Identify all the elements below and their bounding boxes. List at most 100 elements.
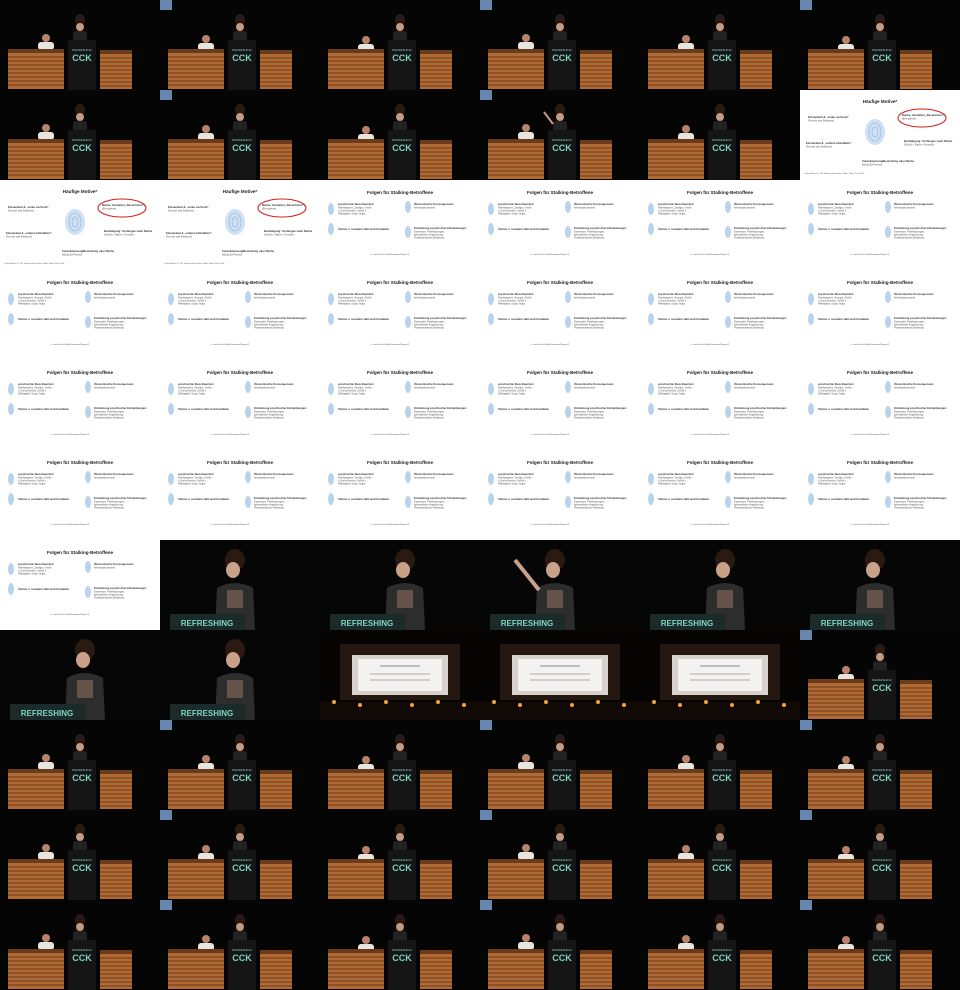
svg-text:generalisierte Angststörung,: generalisierte Angststörung,: [94, 324, 124, 327]
svg-text:d. Kontrollverlust, Gefühl v.: d. Kontrollverlust, Gefühl v.: [658, 210, 687, 213]
svg-text:Häufige Motive*: Häufige Motive*: [223, 189, 258, 194]
thumbnail-stage: REFRESHING CCK: [640, 720, 800, 810]
svg-text:d. Kontrollverlust, Gefühl v.: d. Kontrollverlust, Gefühl v.: [658, 300, 687, 303]
svg-text:REFRESHING: REFRESHING: [232, 48, 252, 52]
svg-text:REFRESHING: REFRESHING: [872, 948, 892, 952]
svg-text:REFRESHING: REFRESHING: [552, 948, 572, 952]
svg-text:Einsamkeit & „seltene Intimitä: Einsamkeit & „seltene Intimitäten“: [6, 231, 52, 235]
svg-text:Panikattacken, Zorniger, Gefüh: Panikattacken, Zorniger, Gefühl: [18, 297, 52, 300]
thumbnail-slide-folgen: Folgen für Stalking-Betroffene psychisch…: [800, 450, 960, 540]
svg-text:(... auch bei als Kind/Freunde: (... auch bei als Kind/Freunden/Fragen?): [690, 433, 730, 436]
svg-text:Hilflosigkeit, Sorge, Angst: Hilflosigkeit, Sorge, Angst: [18, 303, 45, 306]
svg-text:Arbeitsplatzwechsel: Arbeitsplatzwechsel: [574, 207, 596, 210]
person-icon: [648, 493, 654, 505]
svg-text:d. Kontrollverlust, Gefühl v.: d. Kontrollverlust, Gefühl v.: [818, 210, 847, 213]
svg-text:Verlust v. sozialem Halt und K: Verlust v. sozialem Halt und Kontakten: [178, 407, 230, 411]
svg-text:Arbeitsplatzwechsel: Arbeitsplatzwechsel: [254, 387, 276, 390]
svg-text:*Quelle: Mullen et al., 1999 „: *Quelle: Mullen et al., 1999 „Stalkers a…: [164, 262, 224, 265]
thumbnail-slide-folgen: Folgen für Stalking-Betroffene psychisch…: [800, 180, 960, 270]
person-icon: [808, 383, 814, 395]
svg-text:REFRESHING: REFRESHING: [72, 858, 92, 862]
svg-text:Posttraumatische Belastung: Posttraumatische Belastung: [574, 327, 604, 330]
person-icon: [488, 473, 494, 485]
svg-text:(... auch bei als Kind/Freunde: (... auch bei als Kind/Freunden/Fragen?): [50, 343, 90, 346]
person-icon: [488, 383, 494, 395]
fingerprint-icon: [225, 209, 245, 235]
svg-text:generalisierte Angststörung,: generalisierte Angststörung,: [734, 234, 764, 237]
person-icon: [405, 316, 411, 328]
svg-text:Panikattacken, Zorniger, Gefüh: Panikattacken, Zorniger, Gefühl: [498, 387, 532, 390]
svg-text:Ökonomische Konsequenzen:: Ökonomische Konsequenzen:: [574, 201, 614, 206]
svg-text:psychischer Beschwerden:: psychischer Beschwerden:: [498, 472, 534, 476]
svg-text:(... auch bei als Kind/Freunde: (... auch bei als Kind/Freunden/Fragen?): [850, 523, 890, 526]
svg-text:Arbeitsplatzwechsel: Arbeitsplatzwechsel: [414, 477, 436, 480]
svg-text:psychischer Beschwerden:: psychischer Beschwerden:: [178, 292, 214, 296]
svg-text:Arbeitsplatzwechsel: Arbeitsplatzwechsel: [734, 207, 756, 210]
svg-text:Depression, Panikstörungen,: Depression, Panikstörungen,: [734, 501, 765, 504]
svg-text:d. Kontrollverlust, Gefühl v.: d. Kontrollverlust, Gefühl v.: [178, 300, 207, 303]
svg-text:(... auch bei als Kind/Freunde: (... auch bei als Kind/Freunden/Fragen?): [210, 523, 250, 526]
svg-text:(... auch bei als Kind/Freunde: (... auch bei als Kind/Freunden/Fragen?): [370, 523, 410, 526]
thumbnail-slide-folgen: Folgen für Stalking-Betroffene psychisch…: [160, 450, 320, 540]
svg-text:(häufig Ex-Partner): (häufig Ex-Partner): [222, 254, 242, 257]
thumbnail-slide-folgen: Folgen für Stalking-Betroffene psychisch…: [640, 270, 800, 360]
svg-text:psychischer Beschwerden:: psychischer Beschwerden:: [18, 562, 54, 566]
person-icon: [565, 291, 571, 303]
svg-text:Bestätigung / Verlangen nach R: Bestätigung / Verlangen nach Rache: [104, 229, 153, 233]
person-icon: [808, 403, 814, 415]
svg-text:(... auch bei als Kind/Freunde: (... auch bei als Kind/Freunden/Fragen?): [850, 343, 890, 346]
thumbnail-closeup: REFRESHING: [160, 630, 320, 720]
person-icon: [648, 313, 654, 325]
svg-text:generalisierte Angststörung,: generalisierte Angststörung,: [894, 234, 924, 237]
svg-text:(... auch bei als Kind/Freunde: (... auch bei als Kind/Freunden/Fragen?): [530, 523, 570, 526]
svg-text:REFRESHING: REFRESHING: [341, 619, 393, 628]
svg-text:REFRESHING: REFRESHING: [821, 619, 873, 628]
svg-text:Hilflosigkeit, Sorge, Angst: Hilflosigkeit, Sorge, Angst: [658, 303, 685, 306]
svg-text:psychischer Beschwerden:: psychischer Beschwerden:: [658, 292, 694, 296]
svg-text:generalisierte Angststörung,: generalisierte Angststörung,: [734, 414, 764, 417]
svg-text:CCK: CCK: [392, 773, 412, 783]
person-icon: [725, 496, 731, 508]
person-icon: [85, 586, 91, 598]
svg-text:Hilflosigkeit, Sorge, Angst: Hilflosigkeit, Sorge, Angst: [658, 393, 685, 396]
thumbnail-stage: REFRESHING CCK: [480, 90, 640, 180]
svg-text:Posttraumatische Belastung: Posttraumatische Belastung: [94, 327, 124, 330]
svg-text:Ökonomische Konsequenzen:: Ökonomische Konsequenzen:: [574, 381, 614, 386]
person-icon: [565, 226, 571, 238]
thumbnail-closeup: REFRESHING: [160, 540, 320, 630]
svg-text:(... auch bei als Kind/Freunde: (... auch bei als Kind/Freunden/Fragen?): [370, 433, 410, 436]
svg-text:Verlust v. sozialem Halt und K: Verlust v. sozialem Halt und Kontakten: [178, 317, 230, 321]
seated-person: [38, 124, 54, 140]
svg-text:Ökonomische Konsequenzen:: Ökonomische Konsequenzen:: [94, 561, 134, 566]
svg-text:Folgen für Stalking-Betroffene: Folgen für Stalking-Betroffene: [527, 280, 594, 285]
person-icon: [648, 403, 654, 415]
svg-text:Ökonomische Konsequenzen:: Ökonomische Konsequenzen:: [94, 381, 134, 386]
svg-text:(... auch bei als Kind/Freunde: (... auch bei als Kind/Freunden/Fragen?): [690, 343, 730, 346]
svg-text:Posttraumatische Belastung: Posttraumatische Belastung: [94, 417, 124, 420]
thumbnail-stage: REFRESHING CCK: [320, 810, 480, 900]
svg-text:d. Kontrollverlust, Gefühl v.: d. Kontrollverlust, Gefühl v.: [178, 480, 207, 483]
svg-text:(... auch bei als Kind/Freunde: (... auch bei als Kind/Freunden/Fragen?): [530, 253, 570, 256]
person-icon: [8, 473, 14, 485]
svg-text:Posttraumatische Belastung: Posttraumatische Belastung: [894, 417, 924, 420]
person-icon: [488, 403, 494, 415]
svg-text:d. Kontrollverlust, Gefühl v.: d. Kontrollverlust, Gefühl v.: [818, 390, 847, 393]
seated-person: [518, 934, 534, 950]
svg-text:(Gefühl v. Macht + Kontrolle): (Gefühl v. Macht + Kontrolle): [104, 234, 135, 237]
person-icon: [565, 381, 571, 393]
svg-text:(häufig Ex-Partner): (häufig Ex-Partner): [862, 164, 882, 167]
person-icon: [8, 563, 14, 575]
svg-text:Folgen für Stalking-Betroffene: Folgen für Stalking-Betroffene: [847, 370, 914, 375]
seated-person: [38, 754, 54, 770]
svg-text:generalisierte Angststörung,: generalisierte Angststörung,: [574, 234, 604, 237]
person-icon: [725, 316, 731, 328]
svg-text:Arbeitsplatzwechsel: Arbeitsplatzwechsel: [574, 387, 596, 390]
svg-text:generalisierte Angststörung,: generalisierte Angststörung,: [94, 594, 124, 597]
svg-text:Ökonomische Konsequenzen:: Ökonomische Konsequenzen:: [574, 291, 614, 296]
svg-text:Einsamkeit & „Liebe suchend“: Einsamkeit & „Liebe suchend“: [808, 115, 849, 119]
svg-text:Verlust v. sozialem Halt und K: Verlust v. sozialem Halt und Kontakten: [178, 497, 230, 501]
svg-text:Arbeitsplatzwechsel: Arbeitsplatzwechsel: [574, 477, 596, 480]
svg-text:REFRESHING: REFRESHING: [72, 138, 92, 142]
person-icon: [245, 316, 251, 328]
svg-text:REFRESHING: REFRESHING: [552, 138, 572, 142]
